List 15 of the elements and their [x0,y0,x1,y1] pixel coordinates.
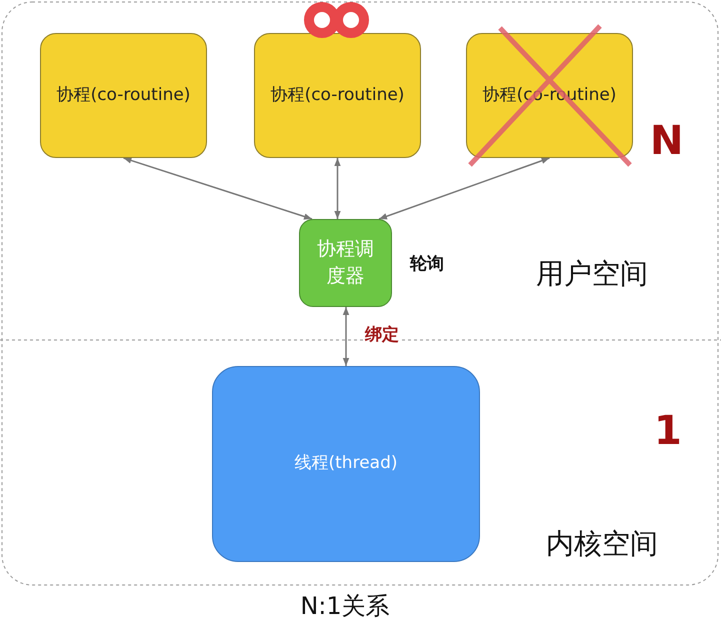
scheduler-box: 协程调度器 [299,219,392,307]
caption: N:1关系 [299,591,391,622]
thread-box: 线程(thread) [212,366,480,562]
process-box: 协程(co-routine) [40,33,207,158]
count-label: 1 [654,408,682,454]
region-label: 用户空间 [536,256,648,292]
process-box: 协程(co-routine) [466,33,633,158]
annotation-text: 轮询 [410,253,444,275]
process-box: 协程(co-routine) [254,33,421,158]
region-label: 内核空间 [546,526,658,562]
arrow [342,307,350,366]
count-label: N [650,118,684,164]
arrow [123,157,312,220]
edge-label: 绑定 [363,322,401,346]
arrow [334,158,341,219]
